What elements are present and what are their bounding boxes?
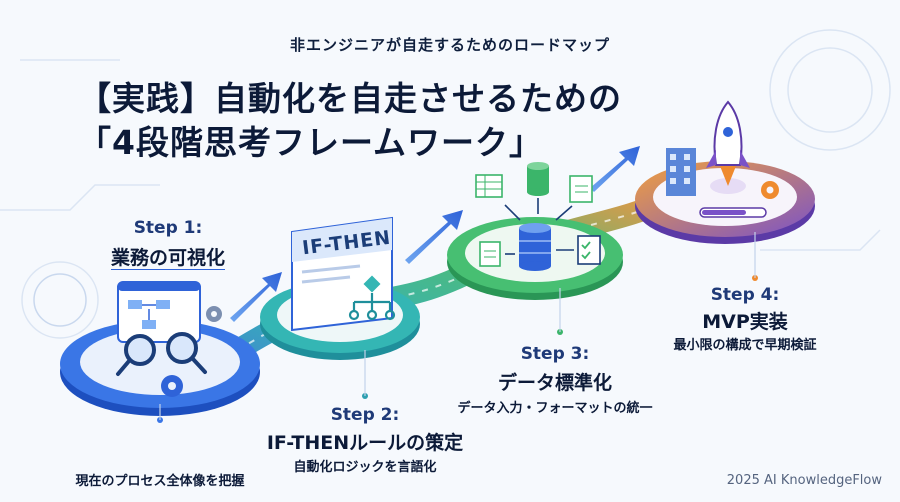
step4-name: MVP実装 [702,311,788,333]
step2-name: IF-THENルールの策定 [266,432,464,454]
step3-description: データ入力・フォーマットの統一 [457,401,653,416]
footer-credit: 2025 AI KnowledgeFlow [726,473,882,488]
magnifier-icon [116,332,207,376]
step4-label: Step 4: [710,285,780,305]
decision-tree-icon [348,275,396,321]
page-title-line1: 【実践】自動化を自走させるための [78,79,622,118]
step3-name: データ標準化 [497,372,612,394]
building-icon [666,148,696,196]
arrow-icon [230,146,640,322]
step2-label: Step 2: [330,405,400,425]
step1-name: 業務の可視化 [110,247,225,269]
rocket-icon [706,100,750,194]
spreadsheet-icon [475,174,503,198]
document-icon [479,175,593,267]
background-decoration [0,29,891,339]
database-small-icon [527,162,549,196]
roadmap-subtitle: 非エンジニアが自走するためのロードマップ [289,36,610,54]
step1-description: 現在のプロセス全体像を把握 [75,474,245,489]
step1-label: Step 1: [133,218,203,238]
progress-bar-icon [699,207,767,218]
page-title-line2: 「4段階思考フレームワーク」 [78,123,543,162]
gear-icon [161,306,222,397]
step1-platform [60,320,260,416]
step2-description: 自動化ロジックを言語化 [293,460,437,475]
gear-small-icon [761,181,779,199]
step3-label: Step 3: [520,344,590,364]
flowchart-icon [117,281,201,343]
checklist-icon [577,235,601,265]
step4-description: 最小限の構成で早期検証 [673,338,817,353]
database-icon [519,223,551,271]
